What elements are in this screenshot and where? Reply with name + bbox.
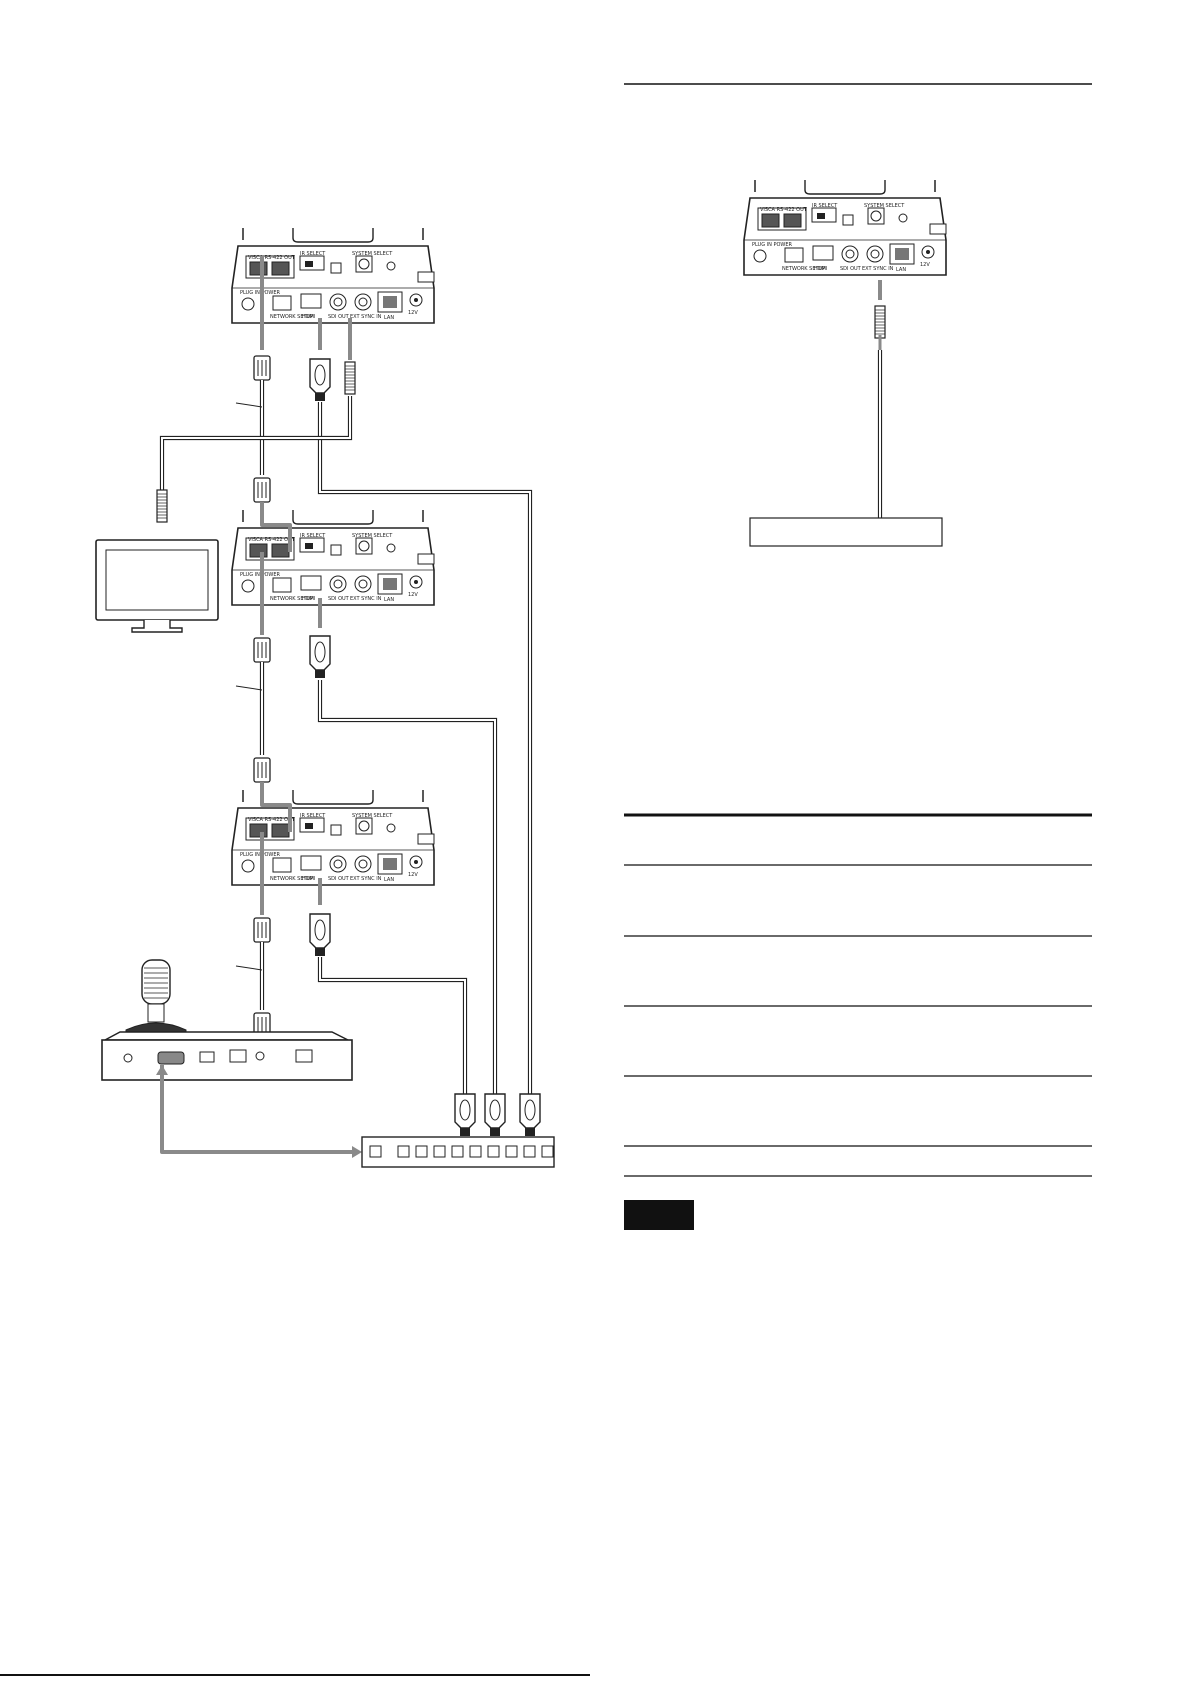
svg-text:SDI OUT: SDI OUT	[840, 266, 862, 272]
svg-text:EXT SYNC IN: EXT SYNC IN	[350, 314, 382, 320]
svg-text:LAN: LAN	[384, 877, 394, 883]
svg-text:NETWORK SETUP: NETWORK SETUP	[270, 314, 313, 320]
visca-cable-1-in	[260, 502, 292, 552]
rj45-plug-2b	[253, 757, 271, 783]
svg-text:12V: 12V	[408, 310, 418, 316]
hdmi-plug-2	[309, 635, 331, 678]
svg-text:LAN: LAN	[896, 267, 906, 273]
svg-text:SDI OUT: SDI OUT	[328, 596, 350, 602]
rj45-plug-1b	[253, 477, 271, 503]
svg-text:HDMI: HDMI	[302, 596, 315, 602]
svg-text:IR SELECT: IR SELECT	[300, 251, 326, 257]
svg-text:SYSTEM SELECT: SYSTEM SELECT	[352, 251, 393, 257]
svg-text:HDMI: HDMI	[814, 266, 827, 272]
rj45-plug-2a	[253, 637, 271, 663]
hdmi-cable-2	[317, 680, 498, 1098]
svg-text:PLUG IN POWER: PLUG IN POWER	[752, 242, 793, 248]
bnc-plug-right	[874, 305, 886, 339]
svg-text:SYSTEM SELECT: SYSTEM SELECT	[352, 813, 393, 819]
hdmi-plug-switcher-3	[519, 1093, 541, 1136]
monitor-icon	[95, 539, 219, 633]
hdmi-plug-switcher-1	[454, 1093, 476, 1136]
svg-text:VISCA RS-422 OUT: VISCA RS-422 OUT	[760, 207, 808, 213]
svg-text:NETWORK SETUP: NETWORK SETUP	[270, 596, 313, 602]
svg-text:SDI OUT: SDI OUT	[328, 314, 350, 320]
joystick-controller-icon	[101, 959, 353, 1081]
svg-text:EXT SYNC IN: EXT SYNC IN	[350, 596, 382, 602]
svg-text:12V: 12V	[408, 592, 418, 598]
svg-text:LAN: LAN	[384, 315, 394, 321]
arrow-right-icon	[352, 1146, 362, 1158]
hdmi-plug-switcher-2	[484, 1093, 506, 1136]
svg-text:EXT SYNC IN: EXT SYNC IN	[862, 266, 894, 272]
svg-text:SYSTEM SELECT: SYSTEM SELECT	[864, 203, 905, 209]
callout-leader-3	[235, 965, 263, 971]
svg-text:NETWORK SETUP: NETWORK SETUP	[782, 266, 825, 272]
hdmi-cable-1	[317, 402, 533, 1098]
svg-text:HDMI: HDMI	[302, 314, 315, 320]
svg-text:12V: 12V	[408, 872, 418, 878]
svg-text:HDMI: HDMI	[302, 876, 315, 882]
visca-cable-2-in	[260, 782, 292, 832]
svg-text:VISCA RS-422 OUT: VISCA RS-422 OUT	[248, 817, 296, 823]
svg-text:12V: 12V	[920, 262, 930, 268]
blank-device-label-box	[749, 517, 943, 547]
note-badge	[624, 1200, 694, 1230]
bnc-plug-monitor	[156, 489, 168, 523]
svg-text:VISCA RS-422 OUT: VISCA RS-422 OUT	[248, 255, 296, 261]
svg-text:SDI OUT: SDI OUT	[328, 876, 350, 882]
svg-text:IR SELECT: IR SELECT	[300, 813, 326, 819]
svg-text:SYSTEM SELECT: SYSTEM SELECT	[352, 533, 393, 539]
svg-text:VISCA RS-422 OUT: VISCA RS-422 OUT	[248, 537, 296, 543]
hdmi-plug-1	[309, 358, 331, 401]
hdmi-plug-3	[309, 913, 331, 956]
rj45-plug-1a	[253, 355, 271, 381]
arrow-up-icon	[156, 1065, 168, 1075]
callout-leader-2	[235, 685, 263, 691]
svg-text:NETWORK SETUP: NETWORK SETUP	[270, 876, 313, 882]
rj45-plug-3a	[253, 917, 271, 943]
camera-right-rear-panel: VISCA RS-422 OUT IR SELECT SYSTEM SELECT PL…	[743, 180, 947, 276]
callout-leader-1	[235, 402, 263, 408]
svg-text:EXT SYNC IN: EXT SYNC IN	[350, 876, 382, 882]
svg-text:IR SELECT: IR SELECT	[300, 533, 326, 539]
video-switcher-icon	[361, 1136, 555, 1168]
svg-text:IR SELECT: IR SELECT	[812, 203, 838, 209]
rs422-cable-switcher	[160, 1065, 352, 1154]
bnc-plug-1	[344, 361, 356, 395]
svg-text:LAN: LAN	[384, 597, 394, 603]
